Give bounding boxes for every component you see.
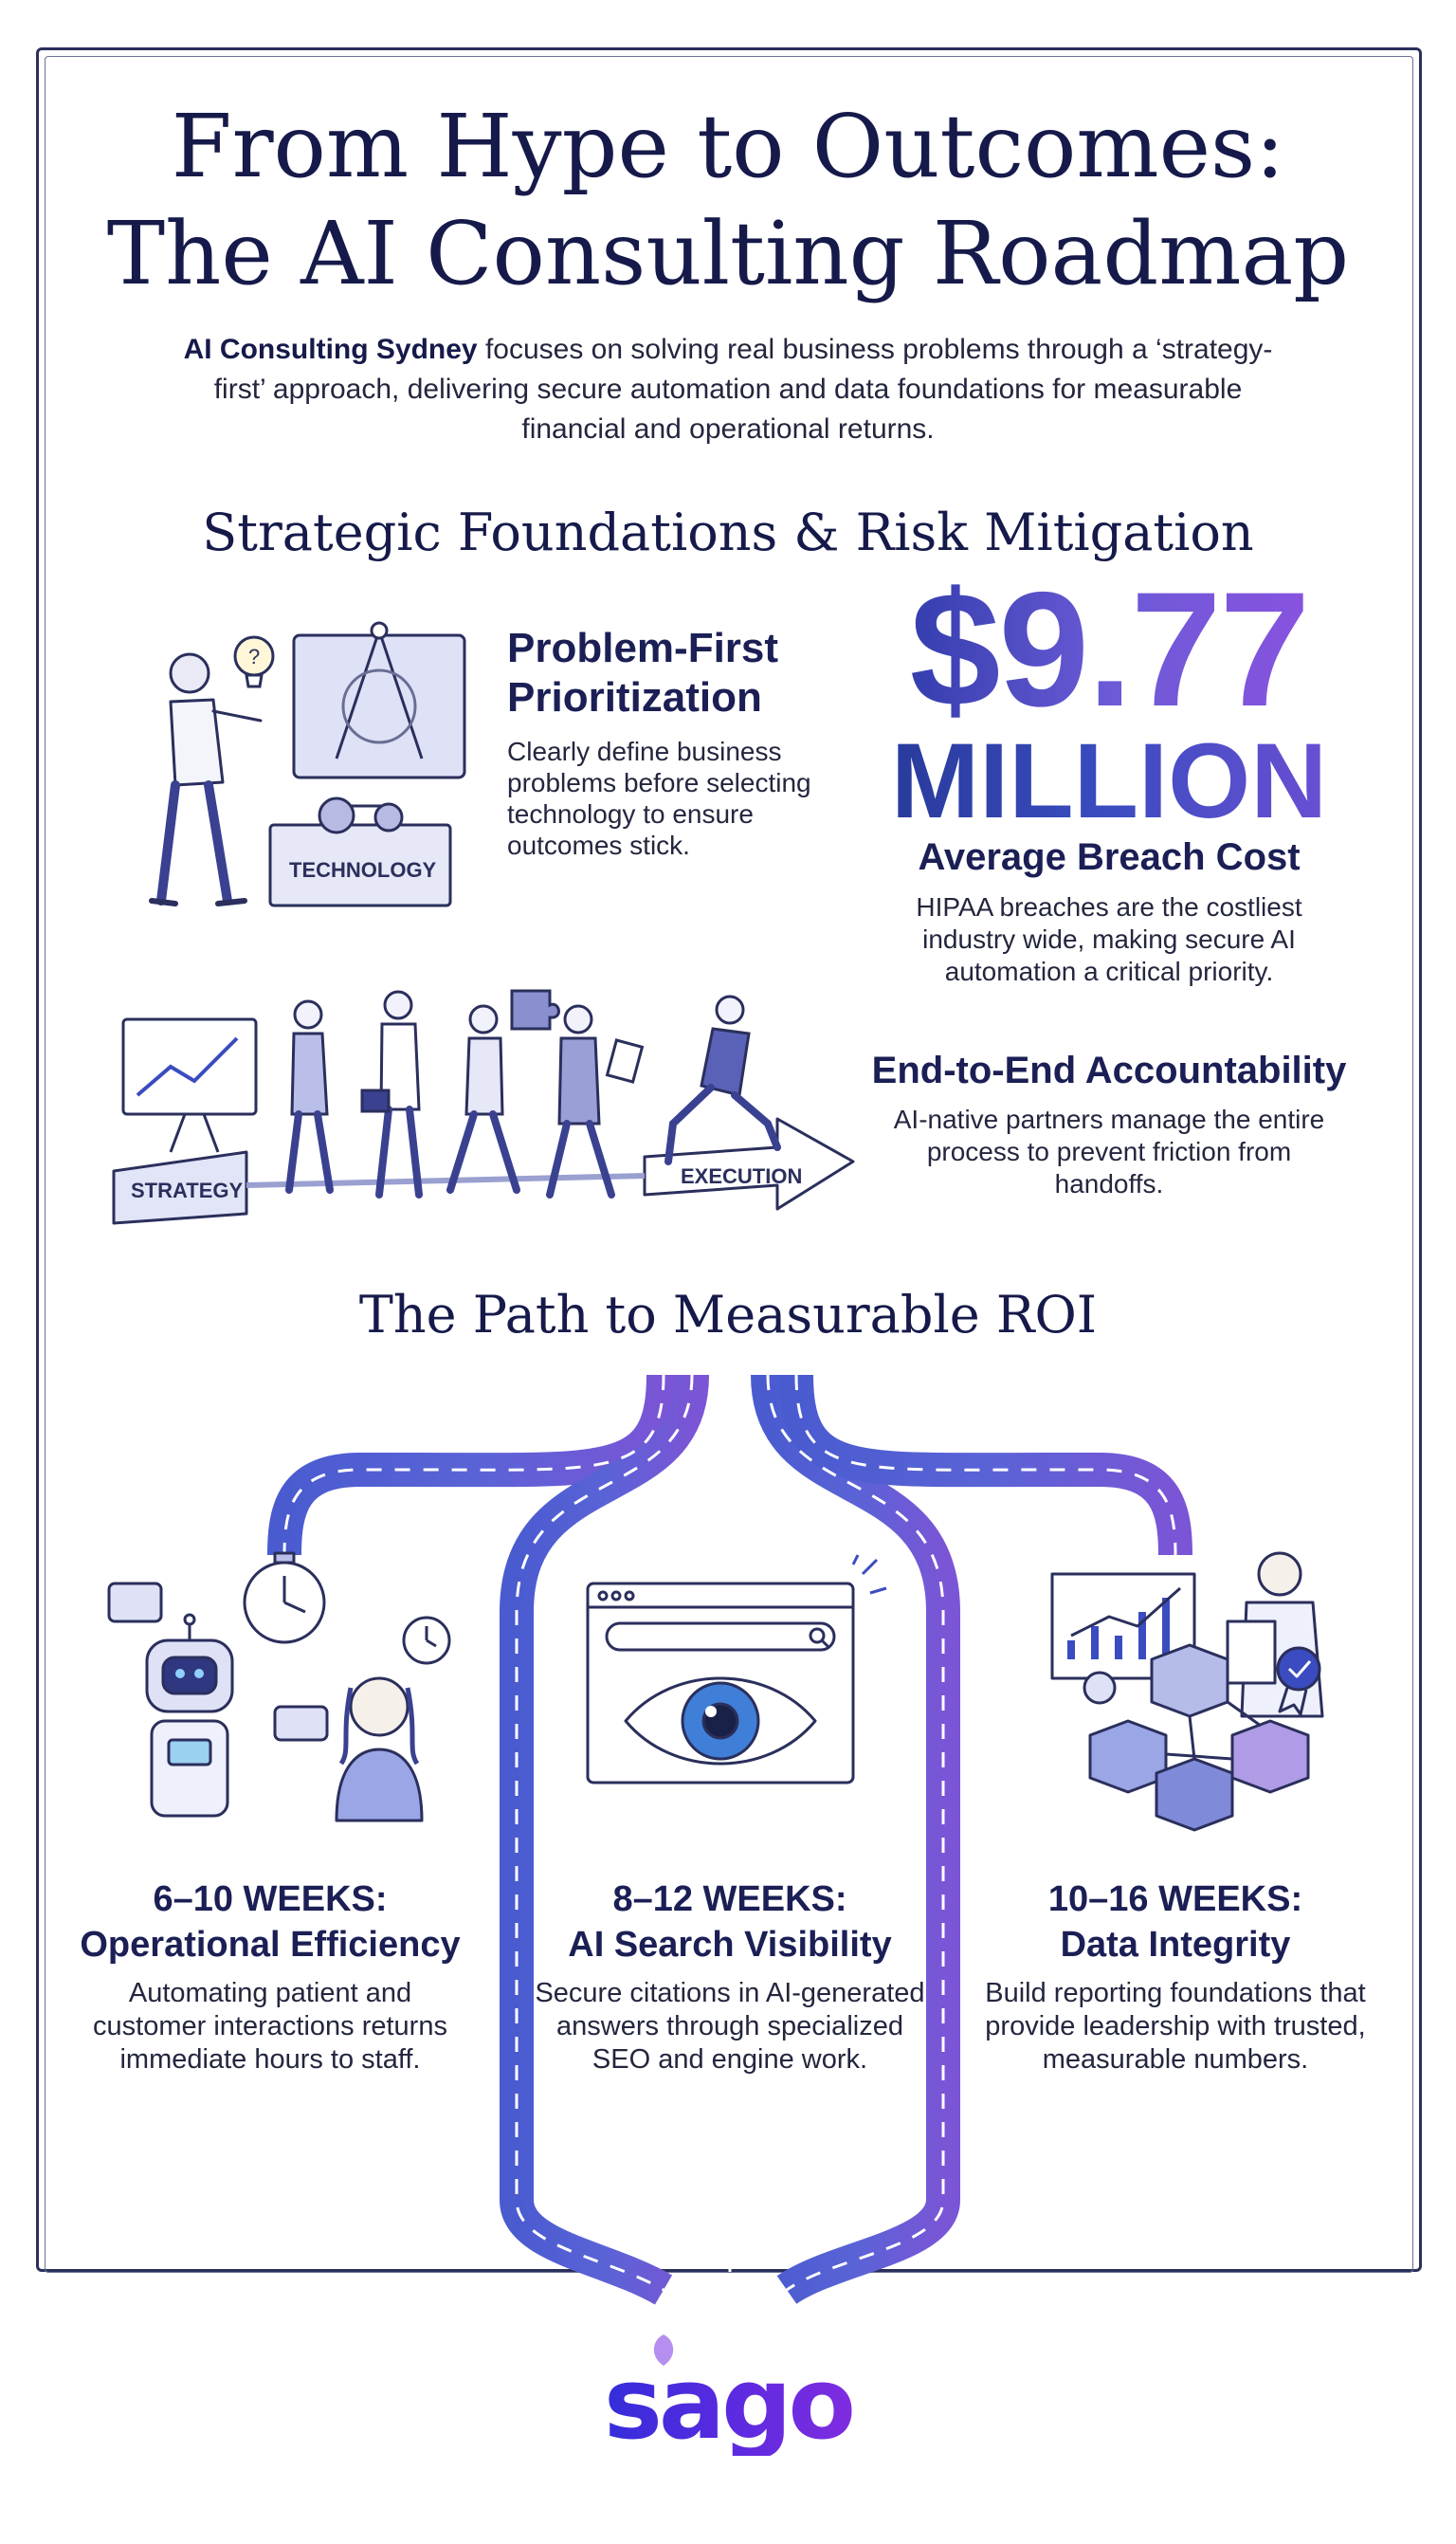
roadmap-roads xyxy=(267,1374,1192,2305)
compass-icon xyxy=(292,621,466,779)
strategy-label: STRATEGY xyxy=(131,1179,243,1202)
person-figure xyxy=(446,1004,520,1194)
person-figure xyxy=(664,995,781,1165)
person-figure xyxy=(360,990,423,1199)
person-figure xyxy=(546,1004,645,1199)
road-right xyxy=(779,1374,1192,1556)
toolbox-icon: TECHNOLOGY xyxy=(268,796,452,907)
problem-first-illustration: ? TECHNOLOGY xyxy=(149,621,466,907)
sago-logo[interactable]: sago xyxy=(569,2333,887,2465)
strategy-execution-illustration: STRATEGY EXECUTION xyxy=(112,989,855,1225)
search-icon xyxy=(809,1627,830,1649)
breach-cost-title: Average Breach Cost xyxy=(918,836,1301,878)
accountability-body: AI-native partners manage the entire pro… xyxy=(893,1105,1325,1199)
stopwatch-icon xyxy=(243,1551,326,1644)
chart-board-icon xyxy=(121,1017,258,1153)
step-3-body: Build reporting foundations that provide… xyxy=(985,1978,1366,2075)
lightbulb-icon: ? xyxy=(233,635,275,688)
clock-icon xyxy=(402,1616,451,1665)
intro-body: focuses on solving real business problem… xyxy=(213,334,1273,445)
page-title-line1: From Hype to Outcomes: xyxy=(171,96,1285,197)
step-3-title: Data Integrity xyxy=(1060,1925,1291,1965)
puzzle-icon xyxy=(510,989,560,1031)
search-visibility-illustration xyxy=(586,1554,887,1784)
problem-first-title-line1: Problem-First xyxy=(507,625,779,671)
page-title-line2: The AI Consulting Roadmap xyxy=(106,203,1350,304)
roi-heading: The Path to Measurable ROI xyxy=(358,1285,1098,1345)
step-1-title: Operational Efficiency xyxy=(80,1925,461,1965)
svg-text:?: ? xyxy=(248,645,260,668)
foundations-heading: Strategic Foundations & Risk Mitigation xyxy=(202,503,1254,562)
road-left xyxy=(267,1374,681,1556)
breach-cost-unit: MILLION xyxy=(882,728,1337,834)
road-center-right xyxy=(751,1374,960,2305)
step-2-body: Secure citations in AI-generated answers… xyxy=(535,1978,925,2075)
step-3-duration: 10–16 WEEKS: xyxy=(1047,1879,1303,1919)
data-integrity-illustration xyxy=(1050,1551,1324,1832)
toolbox-label: TECHNOLOGY xyxy=(289,858,437,882)
step-2-duration: 8–12 WEEKS: xyxy=(612,1879,847,1919)
problem-first-body: Clearly define business problems before … xyxy=(507,737,811,860)
breach-cost-body: HIPAA breaches are the costliest industr… xyxy=(916,892,1302,986)
breach-cost-value: $9.77 xyxy=(882,568,1337,731)
intro-text: AI Consulting Sydney focuses on solving … xyxy=(161,330,1295,449)
cube-network-icon xyxy=(1083,1643,1310,1832)
eye-icon xyxy=(624,1676,817,1766)
badge-icon xyxy=(1276,1646,1321,1716)
step-1-duration: 6–10 WEEKS: xyxy=(153,1879,388,1919)
person-figure xyxy=(335,1676,424,1822)
robot-icon xyxy=(145,1613,234,1818)
step-2-title: AI Search Visibility xyxy=(568,1925,892,1965)
efficiency-illustration xyxy=(107,1551,451,1822)
step-1-body: Automating patient and customer interact… xyxy=(93,1978,447,2075)
execution-label: EXECUTION xyxy=(681,1164,802,1188)
logo-leaf-icon xyxy=(653,2334,674,2366)
intro-brand: AI Consulting Sydney xyxy=(183,334,478,365)
problem-first-title-line2: Prioritization xyxy=(507,674,762,721)
person-figure xyxy=(1226,1551,1324,1718)
person-figure xyxy=(285,999,334,1194)
accountability-title: End-to-End Accountability xyxy=(871,1050,1347,1091)
road-center-left xyxy=(500,1374,709,2305)
logo-wordmark: sago xyxy=(569,2352,887,2456)
